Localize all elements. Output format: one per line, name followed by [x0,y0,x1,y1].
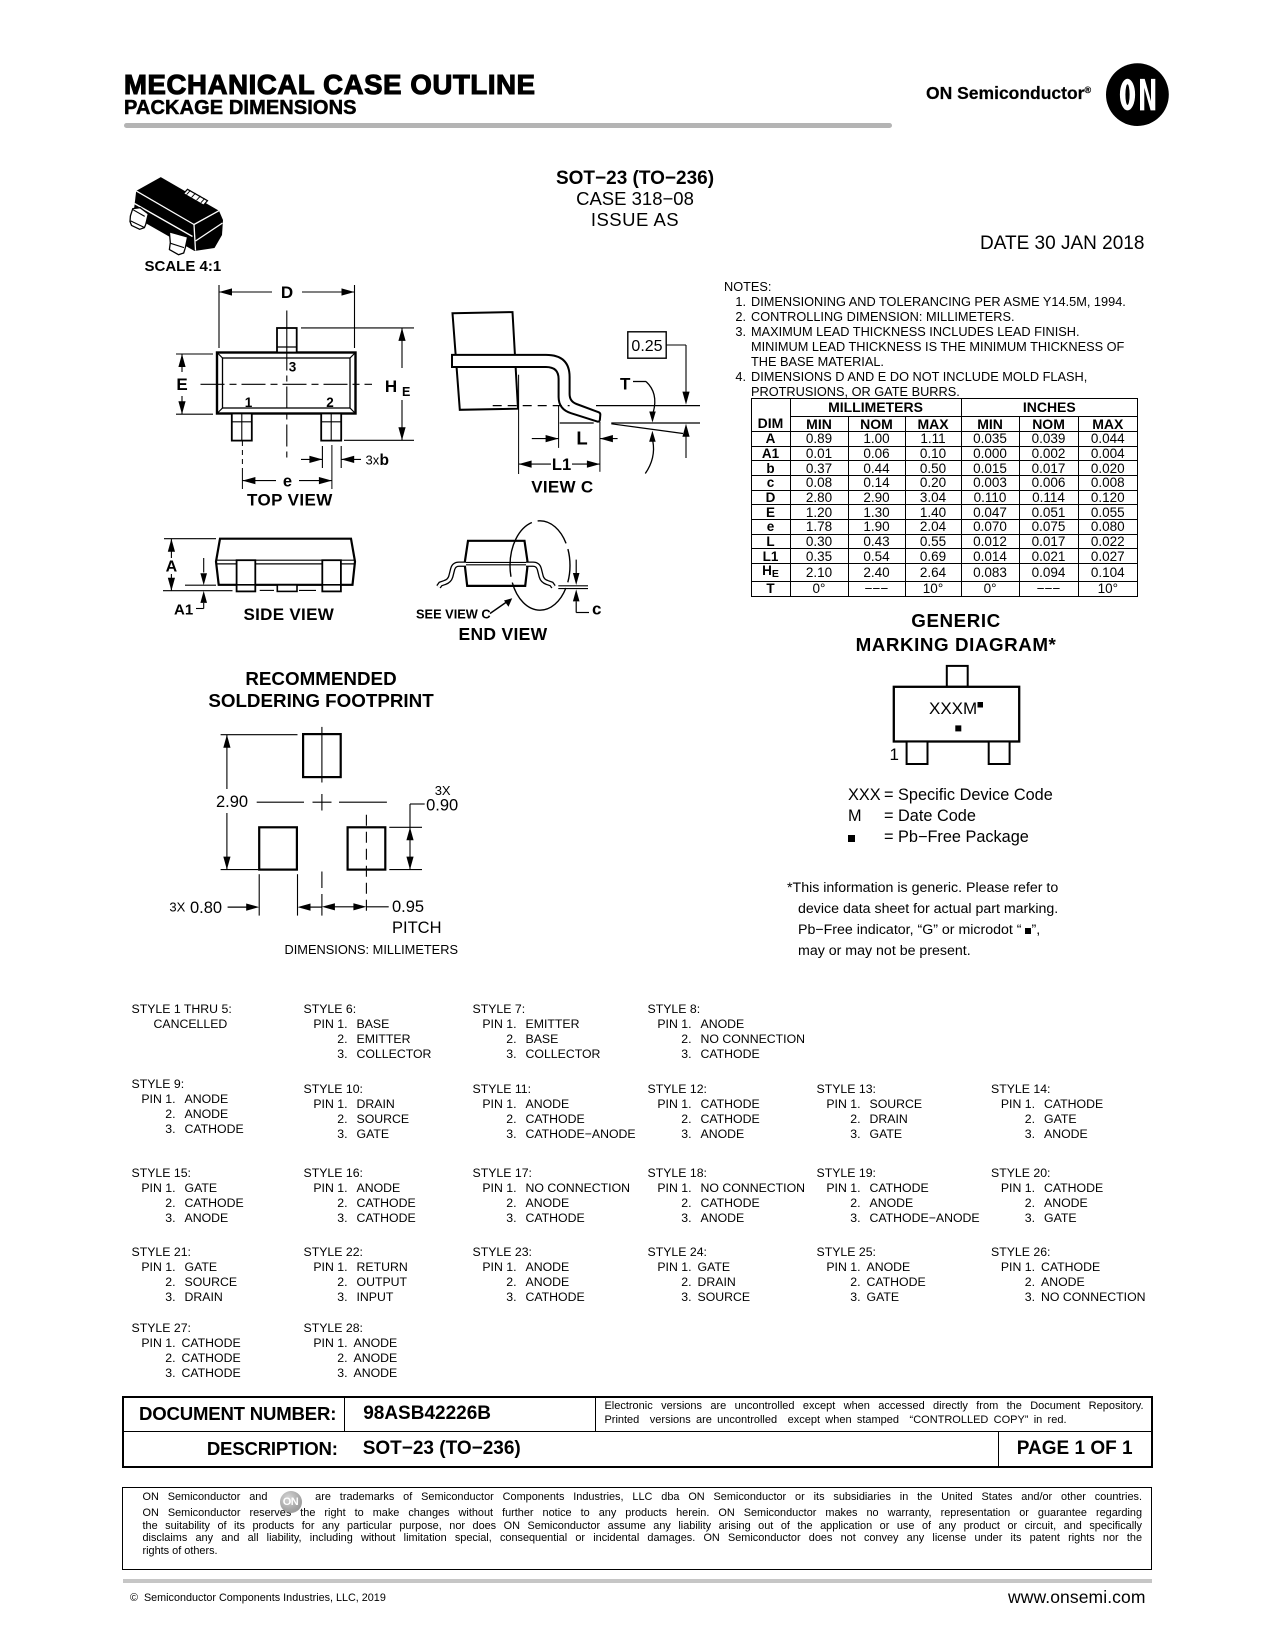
svg-text:2.90: 2.90 [216,793,248,811]
svg-text:SEE VIEW C: SEE VIEW C [416,607,491,622]
svg-text:E: E [402,385,410,399]
svg-text:0.25: 0.25 [631,338,662,355]
svg-text:b: b [380,452,389,469]
svg-text:PITCH: PITCH [392,919,442,937]
svg-text:3X: 3X [169,900,185,915]
svg-text:D: D [281,283,293,302]
svg-text:c: c [592,600,601,619]
svg-text:A: A [166,559,178,576]
svg-text:e: e [283,473,292,491]
svg-text:3x: 3x [366,453,380,468]
svg-text:0.90: 0.90 [426,797,458,815]
svg-text:0.80: 0.80 [190,899,222,917]
svg-text:A1: A1 [174,602,193,619]
svg-text:L1: L1 [552,456,571,474]
svg-text:XXXM: XXXM [929,699,977,718]
svg-text:L: L [576,428,587,449]
svg-text:T: T [620,375,631,394]
svg-text:1: 1 [245,395,253,410]
svg-text:H: H [385,377,397,396]
svg-text:0.95: 0.95 [392,898,424,916]
svg-text:E: E [176,375,187,394]
svg-text:1: 1 [890,745,899,764]
svg-text:TOP VIEW: TOP VIEW [247,491,333,510]
svg-text:END VIEW: END VIEW [459,624,548,644]
svg-text:3: 3 [289,360,297,375]
svg-text:3X: 3X [435,783,451,798]
svg-text:2: 2 [326,395,334,410]
svg-text:SIDE VIEW: SIDE VIEW [244,605,335,624]
svg-text:VIEW C: VIEW C [531,478,593,497]
